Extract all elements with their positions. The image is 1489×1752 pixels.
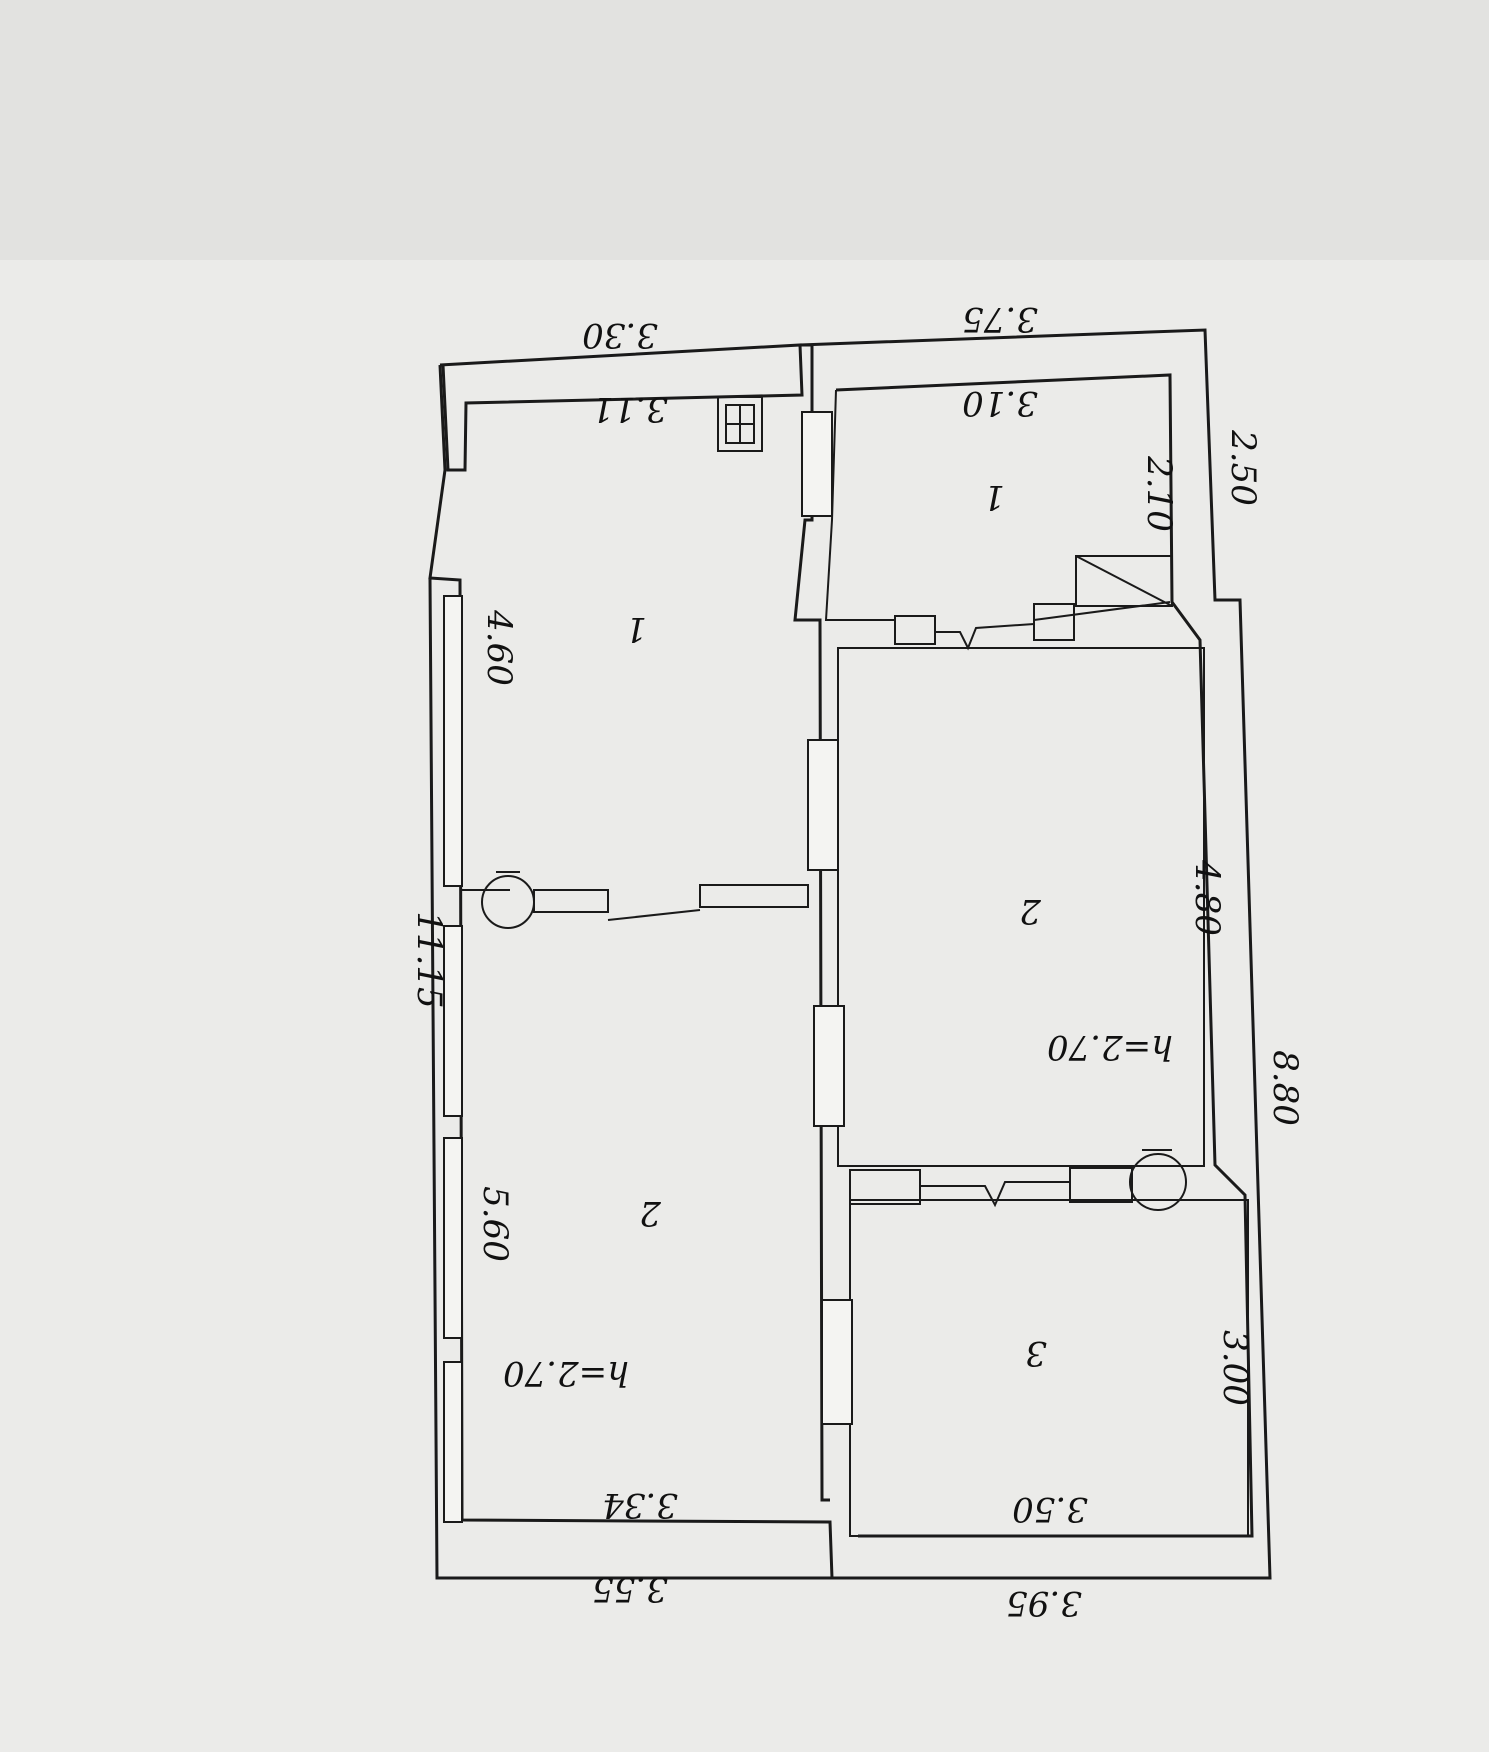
- wall-segment: [1033, 603, 1075, 641]
- stair-icon: [1075, 555, 1173, 607]
- door-swing: [935, 623, 1035, 651]
- dim-room3-length: 3.00: [1215, 1330, 1255, 1406]
- dim-total-length: 11.15: [409, 911, 449, 1008]
- wall-segment: [533, 889, 609, 913]
- stove-icon: [717, 396, 763, 452]
- room-label-2: 2: [639, 1193, 662, 1233]
- dim-inner-bottom: 3.34: [602, 1485, 678, 1525]
- dim-outer-long: 8.80: [1265, 1050, 1305, 1126]
- door-swing: [920, 1181, 1070, 1208]
- door-swing: [607, 909, 701, 921]
- gas-boiler-icon: [1129, 1153, 1187, 1211]
- dim-corridor-length: 2.10: [1139, 455, 1179, 532]
- window: [443, 1137, 463, 1339]
- dim-bottom-width: 3.95: [1006, 1583, 1082, 1623]
- room2-outline: [837, 647, 1205, 1167]
- room-label-1: 1: [983, 477, 1005, 517]
- dim-room2-length: 4.80: [1187, 859, 1227, 936]
- ceiling-height: h=2.70: [503, 1353, 629, 1393]
- dim-outer-short: 2.50: [1223, 429, 1263, 506]
- ceiling-height: h=2.70: [1047, 1027, 1173, 1067]
- dim-inner-bottom: 3.50: [1012, 1489, 1088, 1529]
- dim-bottom-width: 3.55: [592, 1569, 668, 1609]
- window: [801, 411, 833, 517]
- dim-room2-length: 5.60: [475, 1186, 515, 1262]
- dim-top-width: 3.75: [962, 299, 1038, 339]
- dim-inner-top: 3.10: [962, 383, 1038, 423]
- wall-segment: [1069, 1167, 1133, 1203]
- window: [443, 595, 463, 887]
- dim-room1-length: 4.60: [479, 609, 519, 686]
- left-unit: 3.30 3.11 4.60 11.15 5.60 3.34 3.55 1 2 …: [409, 315, 834, 1609]
- window: [821, 1299, 853, 1425]
- window: [443, 1361, 463, 1523]
- room-label-2: 2: [1019, 891, 1042, 931]
- room-label-3: 3: [1025, 1333, 1047, 1373]
- window: [443, 925, 463, 1117]
- dim-top-width: 3.30: [582, 315, 658, 355]
- right-unit: 3.75 3.10 2.10 2.50 4.80 8.80 3.00 3.50 …: [799, 299, 1305, 1623]
- window: [813, 1005, 845, 1127]
- dim-inner-top: 3.11: [592, 389, 668, 429]
- wall-segment: [699, 884, 809, 908]
- window: [807, 739, 839, 871]
- room-label-1: 1: [625, 609, 647, 649]
- wall-segment: [894, 615, 936, 645]
